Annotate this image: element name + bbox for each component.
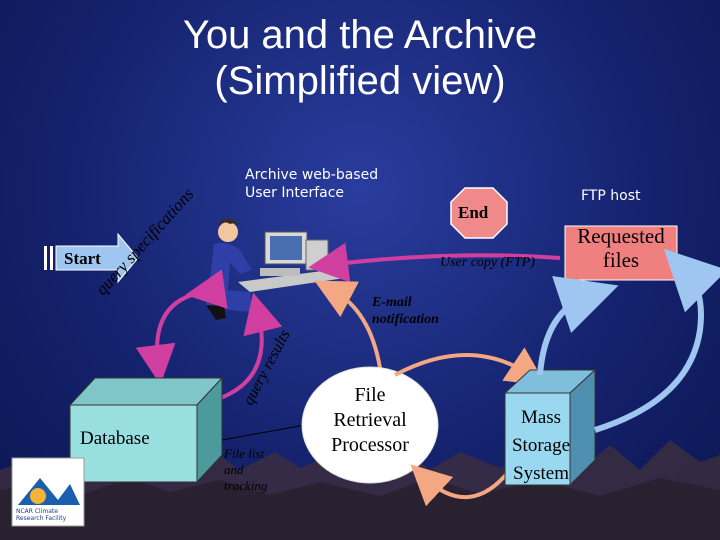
- file-retrieval-label: File Retrieval Processor: [331, 384, 409, 456]
- mass-storage-label: Mass Storage System: [511, 407, 571, 484]
- end-sign: [450, 187, 508, 239]
- database-label: Database: [80, 428, 150, 449]
- query-results-arrow: [214, 292, 283, 402]
- title-line-1: You and the Archive: [182, 13, 538, 57]
- storage-to-ftp-arrow: [594, 248, 720, 433]
- email-arrow: [314, 280, 382, 369]
- user-copy-label: User copy (FTP): [440, 255, 535, 270]
- file-list-label: File list and tracking: [224, 446, 268, 493]
- start-label[interactable]: Start: [64, 249, 101, 268]
- user-at-computer: [206, 219, 345, 320]
- file-retrieval-processor: [301, 366, 439, 484]
- ftp-light-arrow: [537, 276, 619, 376]
- web-ui-label: Archive web-based User Interface: [245, 167, 379, 201]
- database-box: [68, 376, 224, 484]
- user-copy-arrow: [308, 242, 561, 283]
- start-arrow: [44, 232, 139, 284]
- end-label: End: [458, 203, 489, 222]
- email-notification-label: E-mail notification: [372, 295, 439, 327]
- mass-storage-box: [503, 368, 597, 487]
- requested-files-label: Requested files: [577, 224, 665, 272]
- query-spec-arrow: [135, 269, 228, 385]
- requested-files-box: [564, 225, 678, 281]
- page-title: You and the Archive (Simplified view): [0, 12, 720, 104]
- title-line-2: (Simplified view): [214, 59, 506, 103]
- file-list-line: [221, 424, 306, 441]
- logo-text: NCAR Climate Research Facility: [16, 508, 67, 522]
- storage-to-processor-arrow: [410, 464, 512, 507]
- processor-to-storage-arrow: [394, 347, 547, 387]
- ftp-host-label: FTP host: [581, 188, 641, 204]
- logo: [11, 457, 85, 527]
